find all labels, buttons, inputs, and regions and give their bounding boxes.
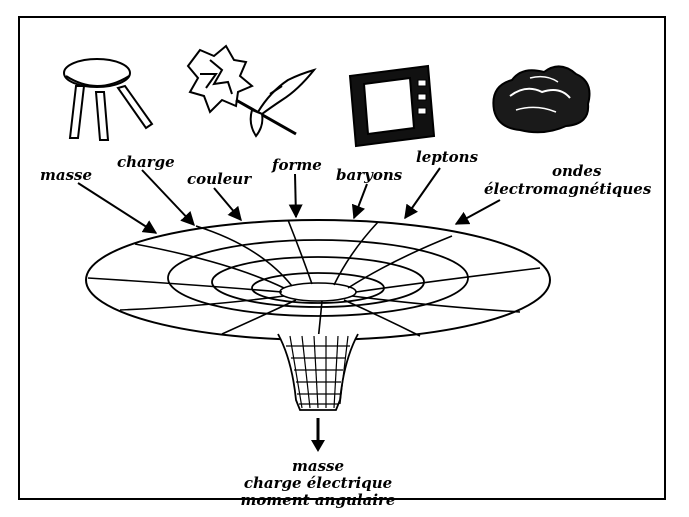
- television-icon: [348, 64, 436, 148]
- flower-icon: [186, 44, 317, 138]
- label-forme: forme: [272, 156, 322, 174]
- label-charge: charge: [117, 153, 175, 171]
- black-hole-funnel: [85, 219, 551, 411]
- label-masse: masse: [40, 166, 93, 184]
- input-arrows: [77, 167, 501, 234]
- label-electromagnetiques: électromagnétiques: [484, 180, 652, 198]
- label-leptons: leptons: [416, 148, 479, 166]
- label-ondes: ondes: [552, 162, 602, 180]
- output-arrow: [311, 418, 325, 452]
- output-charge-electrique: charge électrique: [243, 474, 393, 492]
- output-masse: masse: [291, 457, 345, 475]
- output-moment-angulaire: moment angulaire: [240, 491, 396, 509]
- diagram-frame: [18, 16, 666, 500]
- label-baryons: baryons: [336, 166, 403, 184]
- label-couleur: couleur: [187, 170, 252, 188]
- stool-icon: [63, 58, 154, 141]
- rock-icon: [492, 65, 591, 134]
